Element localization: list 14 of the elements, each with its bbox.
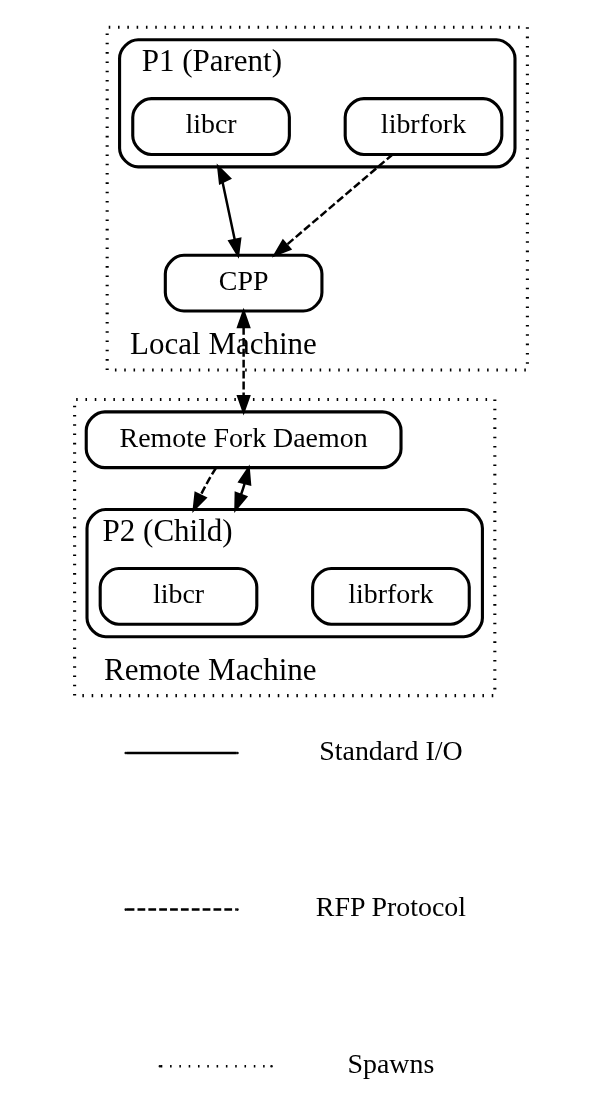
legend-label: Spawns: [347, 1048, 434, 1080]
node-box: libcr: [130, 97, 291, 156]
legend-label: RFP Protocol: [315, 891, 466, 923]
arrow: [216, 163, 242, 259]
node-box: CPP: [163, 253, 323, 313]
arrow: [191, 467, 217, 513]
legend-label: Standard I/O: [318, 734, 463, 766]
node-box: libcr: [98, 566, 258, 626]
arrow: [235, 307, 251, 416]
arrow: [271, 153, 393, 258]
node-box: librfork: [310, 566, 471, 626]
arrow: [233, 464, 251, 514]
node-box: librfork: [343, 97, 503, 156]
node-box: Remote Fork Daemon: [84, 410, 403, 470]
